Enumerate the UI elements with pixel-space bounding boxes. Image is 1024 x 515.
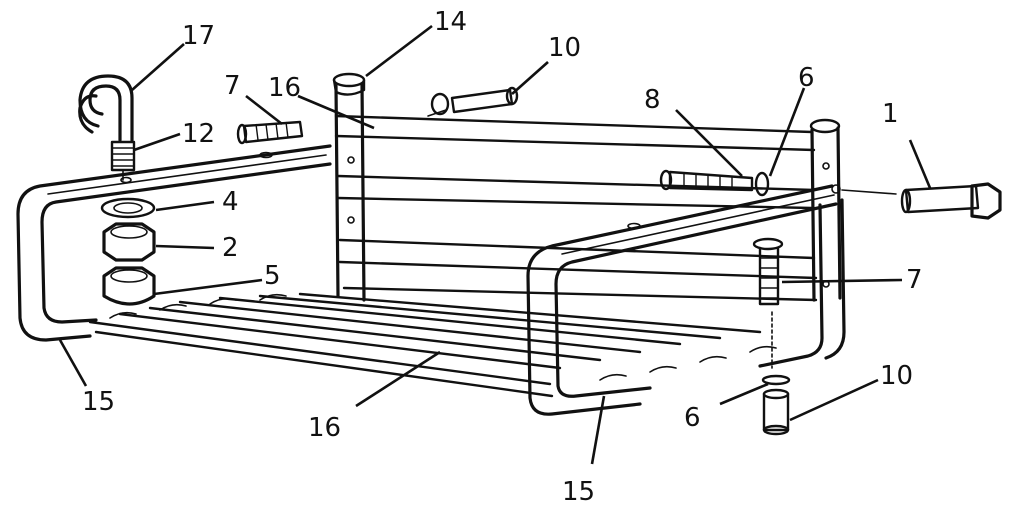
callout-12: 12 <box>182 119 215 149</box>
pin-10-top <box>427 86 519 117</box>
callout-7-right: 7 <box>906 265 923 295</box>
callout-16-bottom: 16 <box>308 413 341 443</box>
leader-lines <box>58 24 932 465</box>
threaded-stud-12 <box>110 140 136 181</box>
callout-1: 1 <box>882 99 899 129</box>
callout-15-left: 15 <box>82 387 115 417</box>
cap-nut-5 <box>102 266 156 306</box>
callout-4: 4 <box>222 187 239 217</box>
left-side-frame <box>16 144 332 342</box>
callout-16-top: 16 <box>268 73 301 103</box>
long-bolt-8 <box>659 169 770 197</box>
hook-17 <box>78 74 134 142</box>
callout-5: 5 <box>264 261 281 291</box>
axle-pin-1 <box>841 182 1002 220</box>
back-rails <box>334 114 830 302</box>
callout-17: 17 <box>182 21 215 51</box>
bolt-7-vertical <box>752 237 784 369</box>
callout-6-bottom: 6 <box>684 403 701 433</box>
callout-7-top: 7 <box>224 71 241 101</box>
washer-6-bottom <box>761 374 791 386</box>
back-posts <box>332 72 842 302</box>
seat-slats <box>88 292 777 398</box>
callout-10-top: 10 <box>548 33 581 63</box>
callout-15-right: 15 <box>562 477 595 507</box>
callout-10-bottom: 10 <box>880 361 913 391</box>
callout-2: 2 <box>222 233 239 263</box>
bolt-7-top <box>236 120 304 145</box>
callout-8: 8 <box>644 85 661 115</box>
right-side-frame <box>526 184 846 416</box>
nut-2 <box>102 222 156 262</box>
callout-labels: 17 14 10 7 16 12 8 6 1 4 2 5 7 15 16 6 1… <box>82 7 923 507</box>
pin-10-bottom <box>762 388 790 436</box>
callout-6-top: 6 <box>798 63 815 93</box>
washer-4 <box>100 197 156 219</box>
callout-14: 14 <box>434 7 467 37</box>
